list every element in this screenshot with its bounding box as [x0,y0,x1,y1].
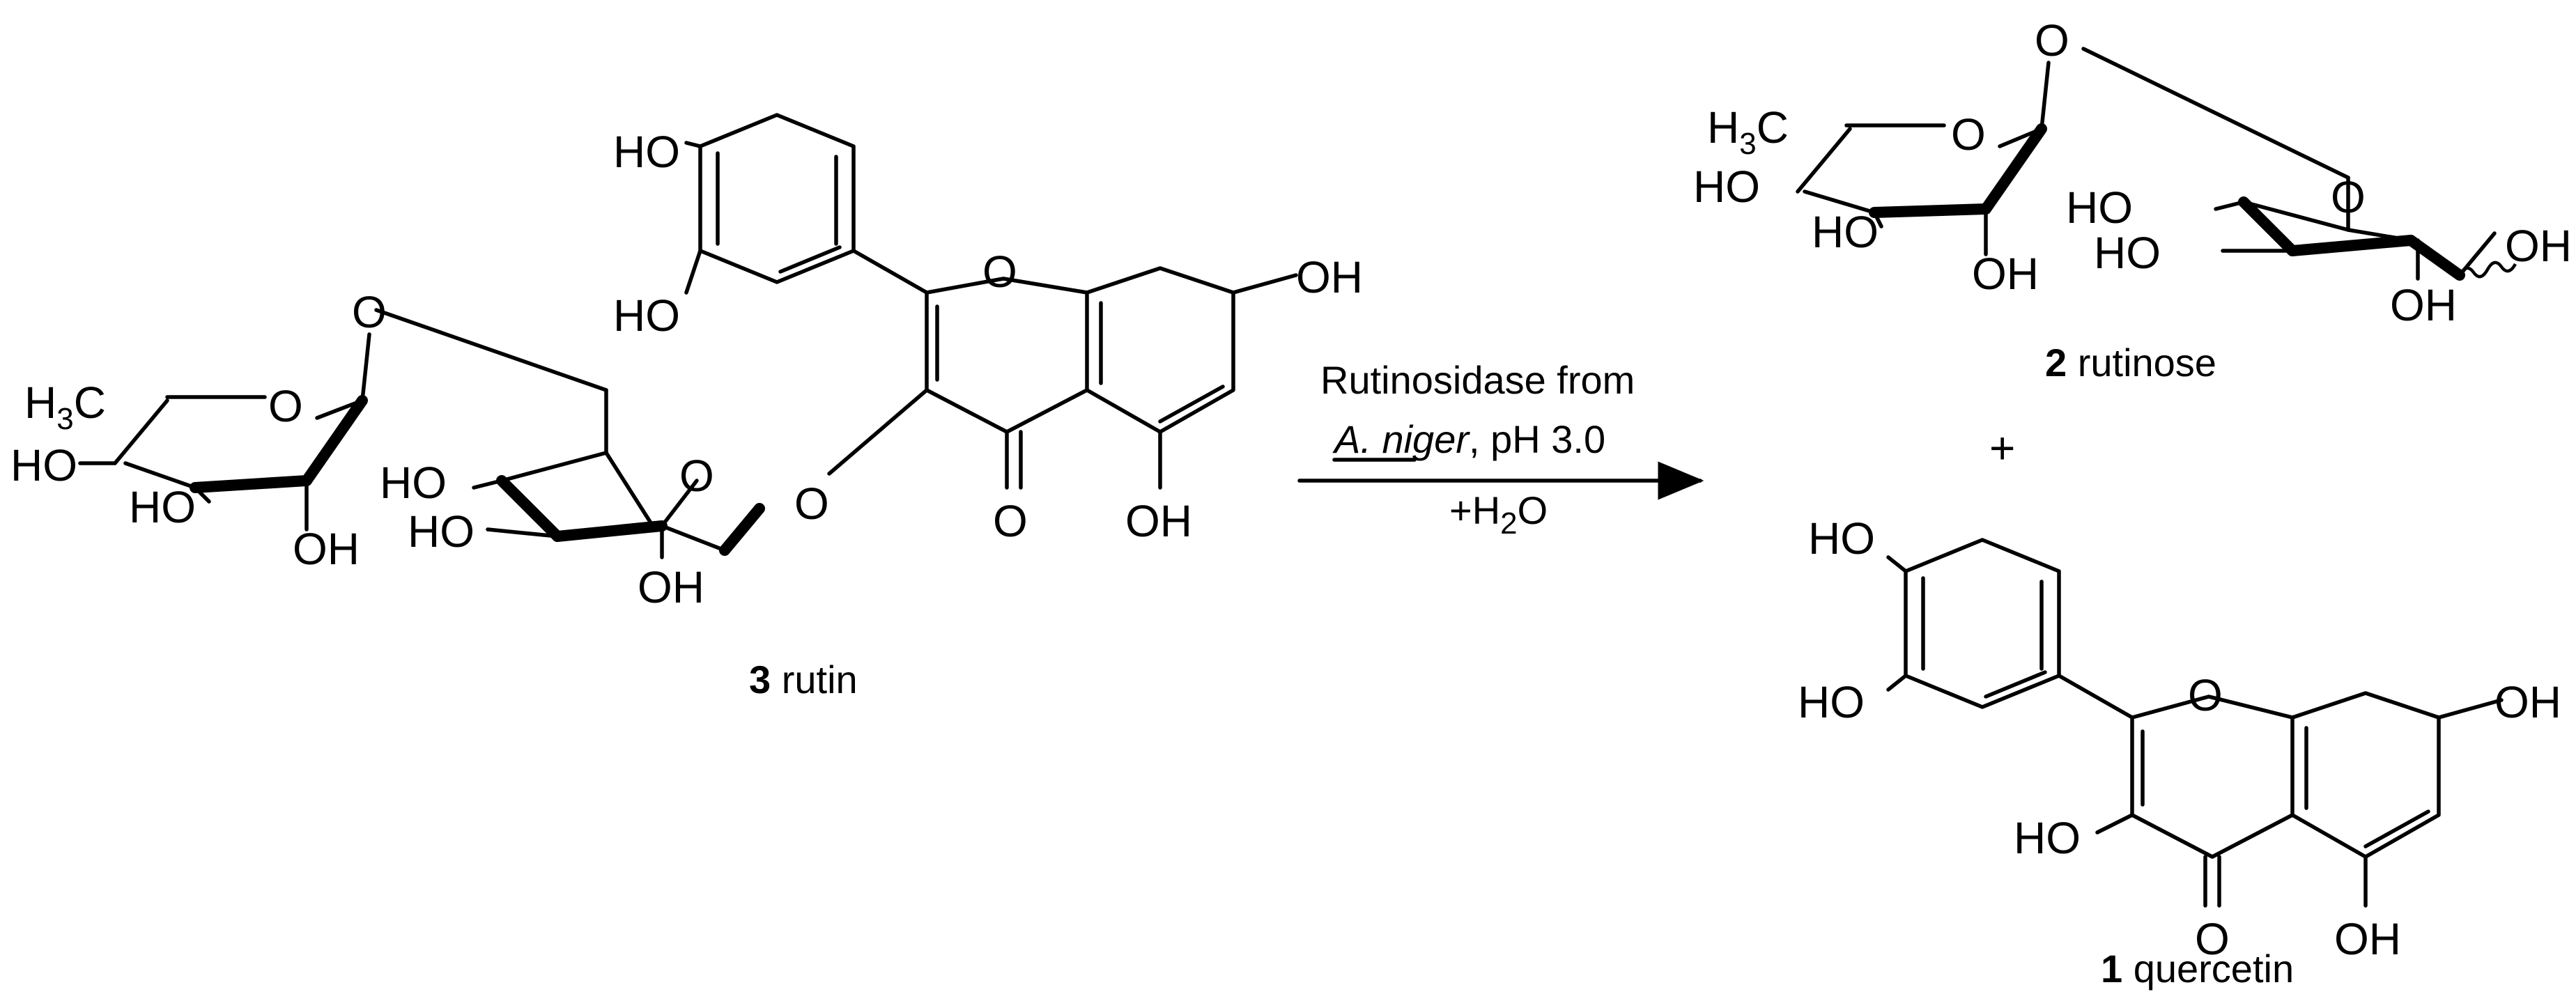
rutin-ho-label-1: HO [613,127,680,177]
rutin-oh-5-label: OH [1125,496,1192,546]
rutin-structure: HO HO O OH O OH O [10,113,1363,701]
rutinose-rhamnose-ho-label-1: HO [1693,162,1760,212]
quercetin-structure: HO HO O OH HO O OH 1 quercetin [1798,513,2561,991]
rutin-glucose-ring-o-label: O [679,451,714,501]
rutin-oh-7-label: OH [1296,252,1363,302]
water-label: +H2O [1449,488,1548,541]
rutinose-anomeric-oh-label: OH [2505,221,2572,271]
rutin-rhamnose-ring: O [78,287,387,531]
rutinose-rhamnose-ho-label-2: HO [1812,207,1879,257]
quercetin-oh-7-label: OH [2494,677,2561,727]
rutin-chromone [827,266,1298,490]
quercetin-caption: 1 quercetin [2101,947,2294,991]
quercetin-oh-5-label: OH [2334,914,2401,964]
rutin-glucose-ring [374,308,765,559]
rutin-glucose-ho-label-2: HO [408,506,475,557]
rutinose-caption: 2 rutinose [2045,341,2216,385]
quercetin-ho-label-2: HO [1798,677,1865,727]
rutinose-glucose-ho-label-1: HO [2066,183,2133,233]
rutin-ho-label-2: HO [613,290,680,341]
rutinose-rhamnose-ring-o-label: O [1951,109,1986,160]
rutinose-linker-o-label: O [2035,15,2069,65]
rutinose-glucose-oh-label: OH [2390,280,2457,330]
rutinose-glucose-ring-o-label: O [2331,172,2366,222]
rutin-carbonyl-o-label: O [993,496,1028,546]
rutin-glucose-oh-label: OH [638,562,704,612]
reaction-arrow-group: Rutinosidase from A. niger, pH 3.0 +H2O [1297,358,1704,541]
rutin-glycosidic-o-label: O [794,479,829,529]
quercetin-oh-3-label: HO [2014,813,2081,863]
plus-sign: + [1989,423,2015,473]
rutinose-structure: O O H3C HO HO OH O HO HO OH OH 2 rutinos… [1693,15,2572,385]
rutin-linker-o-label: O [352,287,387,337]
rutin-rhamnose-ho-label-2: HO [129,482,196,532]
reagent-line-2: A. niger, pH 3.0 [1332,417,1605,461]
rutinose-glucose-ho-label-2: HO [2094,228,2161,278]
quercetin-carbonyl-o-label: O [2195,914,2230,964]
quercetin-ring-o-label: O [2188,670,2223,720]
rutin-rhamnose-oh-label: OH [293,524,360,574]
rutin-caption: 3 rutin [749,658,858,701]
rutin-rhamnose-ring-o-label: O [268,381,303,431]
rutin-b-ring [684,113,929,295]
rutinose-rhamnose-oh-label: OH [1972,249,2039,299]
rutin-glucose-ho-label-1: HO [380,458,447,508]
quercetin-ho-label-1: HO [1808,513,1875,564]
rutin-methyl-label: H3C [24,378,106,436]
reagent-line-1: Rutinosidase from [1320,358,1635,402]
rutin-rhamnose-ho-label-1: HO [10,440,77,490]
rutin-ring-o-label: O [982,247,1017,297]
rutinose-methyl-label: H3C [1707,102,1789,161]
